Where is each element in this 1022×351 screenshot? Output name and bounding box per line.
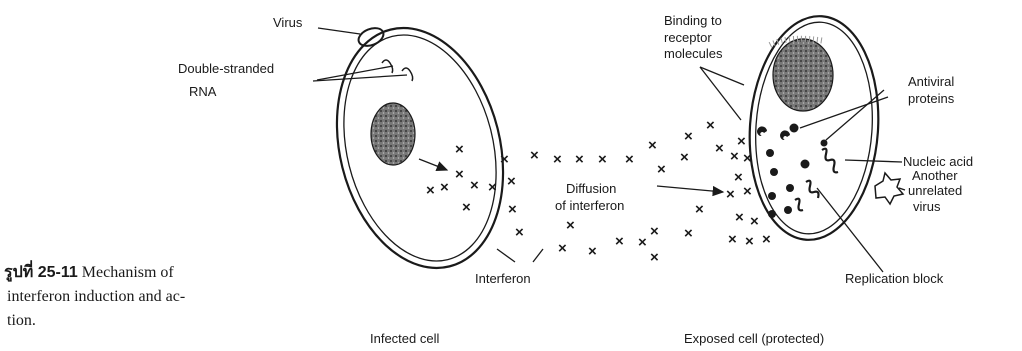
diffusion-label-line2: of interferon bbox=[555, 198, 624, 213]
another-virus-label-line3: virus bbox=[913, 199, 940, 214]
svg-text:×: × bbox=[566, 217, 575, 234]
caption-text-line1: Mechanism of bbox=[82, 264, 174, 281]
figure-caption-line2: interferon induction and ac- bbox=[7, 287, 185, 306]
exposed-cell-label: Exposed cell (protected) bbox=[684, 331, 824, 346]
svg-text:×: × bbox=[745, 233, 754, 250]
svg-text:×: × bbox=[762, 231, 771, 248]
svg-text:×: × bbox=[650, 223, 659, 240]
svg-text:×: × bbox=[462, 199, 471, 216]
nucleic-acid-label: Nucleic acid bbox=[903, 154, 973, 169]
replication-block-label: Replication block bbox=[845, 271, 943, 286]
svg-text:×: × bbox=[750, 213, 759, 230]
ds-rna-strand bbox=[402, 68, 413, 81]
svg-text:×: × bbox=[684, 128, 693, 145]
nucleic-acid-strand bbox=[822, 149, 838, 173]
svg-text:×: × bbox=[575, 151, 584, 168]
antiviral-label-line2: proteins bbox=[908, 91, 954, 106]
interferon-leader bbox=[533, 249, 543, 262]
svg-text:×: × bbox=[680, 149, 689, 166]
svg-text:×: × bbox=[500, 151, 509, 168]
nucleic-acid-strand bbox=[795, 199, 803, 211]
svg-text:×: × bbox=[743, 150, 752, 167]
ds-rna-label-line2: RNA bbox=[189, 84, 216, 99]
svg-text:×: × bbox=[558, 240, 567, 257]
diffusion-arrow bbox=[657, 186, 723, 192]
another-virus-label-line1: Another bbox=[912, 168, 958, 183]
svg-text:×: × bbox=[625, 151, 634, 168]
svg-text:×: × bbox=[706, 117, 715, 134]
binding-label-line2: receptor bbox=[664, 30, 712, 45]
antiviral-proteins bbox=[757, 124, 827, 219]
svg-text:×: × bbox=[657, 161, 666, 178]
svg-text:×: × bbox=[648, 137, 657, 154]
virus-leader bbox=[318, 28, 360, 34]
svg-text:×: × bbox=[734, 169, 743, 186]
exposed-cell-nucleus bbox=[773, 39, 833, 111]
svg-text:×: × bbox=[684, 225, 693, 242]
binding-label-line3: molecules bbox=[664, 46, 723, 61]
svg-text:×: × bbox=[488, 179, 497, 196]
svg-text:×: × bbox=[730, 148, 739, 165]
nucleic-acid-strand bbox=[806, 181, 819, 198]
svg-text:×: × bbox=[728, 231, 737, 248]
binding-label-line1: Binding to bbox=[664, 13, 722, 28]
svg-text:×: × bbox=[726, 186, 735, 203]
infected-cell-label: Infected cell bbox=[370, 331, 439, 346]
svg-text:×: × bbox=[426, 182, 435, 199]
svg-text:×: × bbox=[455, 141, 464, 158]
svg-text:×: × bbox=[588, 243, 597, 260]
virus-label: Virus bbox=[273, 15, 302, 30]
svg-text:×: × bbox=[638, 234, 647, 251]
svg-text:×: × bbox=[440, 179, 449, 196]
svg-text:×: × bbox=[530, 147, 539, 164]
interferon-leader bbox=[497, 249, 515, 262]
svg-text:×: × bbox=[615, 233, 624, 250]
unrelated-virus-shape bbox=[875, 173, 903, 204]
svg-text:×: × bbox=[515, 224, 524, 241]
svg-text:×: × bbox=[470, 177, 479, 194]
svg-text:×: × bbox=[508, 201, 517, 218]
another-virus-label-line2: unrelated bbox=[908, 183, 962, 198]
svg-text:×: × bbox=[715, 140, 724, 157]
svg-text:×: × bbox=[598, 151, 607, 168]
svg-text:×: × bbox=[735, 209, 744, 226]
infected-cell bbox=[313, 10, 527, 285]
svg-text:×: × bbox=[695, 201, 704, 218]
svg-text:×: × bbox=[507, 173, 516, 190]
svg-text:×: × bbox=[650, 249, 659, 266]
svg-text:×: × bbox=[737, 133, 746, 150]
arrow-into-infected-cell bbox=[419, 159, 447, 170]
diffusion-label-line1: Diffusion bbox=[566, 181, 616, 196]
virus-particle bbox=[356, 25, 386, 50]
antiviral-leader bbox=[826, 90, 884, 140]
svg-text:×: × bbox=[743, 183, 752, 200]
figure-number: รูปที่ 25-11 bbox=[4, 264, 78, 281]
antiviral-label-line1: Antiviral bbox=[908, 74, 954, 89]
svg-text:×: × bbox=[455, 166, 464, 183]
interferon-label: Interferon bbox=[475, 271, 531, 286]
svg-text:×: × bbox=[553, 151, 562, 168]
figure-caption-line1: รูปที่ 25-11 Mechanism of bbox=[4, 263, 174, 282]
replication-block-leader bbox=[817, 188, 883, 272]
infected-cell-nucleus bbox=[371, 103, 415, 165]
figure-caption-line3: tion. bbox=[7, 311, 36, 330]
ds-rna-label-line1: Double-stranded bbox=[178, 61, 274, 76]
